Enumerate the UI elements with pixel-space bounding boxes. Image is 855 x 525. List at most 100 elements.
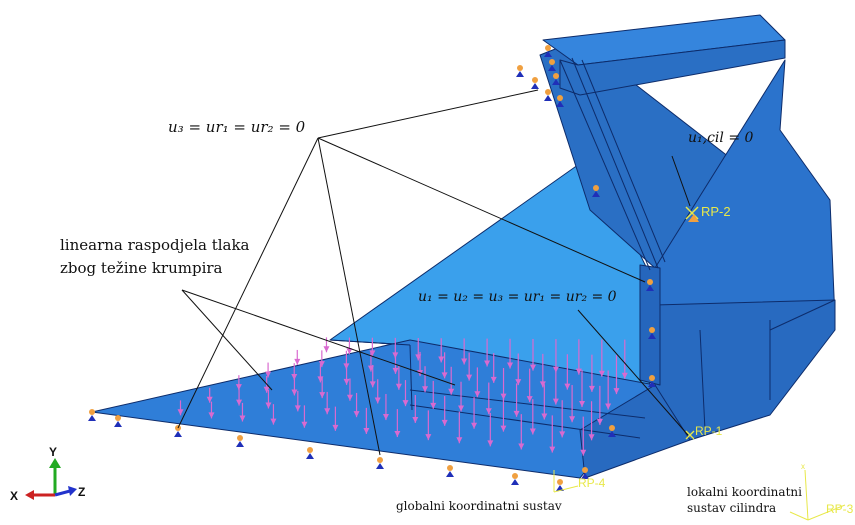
rp1-marker: RP-1 <box>685 424 723 440</box>
pressure-arrow-head <box>363 427 370 434</box>
triad-z-label: Z <box>78 485 85 499</box>
pressure-arrow-head <box>559 431 566 438</box>
annotation-fixed-bc: u₁ = u₂ = u₃ = ur₁ = ur₂ = 0 <box>418 289 617 305</box>
pressure-arrow-head <box>580 449 587 456</box>
annotation-global-cs: globalni koordinatni sustav <box>396 499 562 513</box>
panel-rib-1 <box>559 59 651 271</box>
constraint-symbol <box>376 463 384 469</box>
annotation-pressure-line2: zbog težine krumpira <box>60 259 223 277</box>
constraint-symbol <box>548 65 556 71</box>
rp4-label: RP-4 <box>578 476 606 490</box>
pressure-arrow-head <box>332 424 339 431</box>
pressure-arrow-head <box>346 348 353 355</box>
constraint-node <box>237 435 243 441</box>
constraint-symbol <box>648 333 656 339</box>
lower-edge-2 <box>699 329 706 431</box>
constraint-node <box>557 95 563 101</box>
pressure-arrow-head <box>490 376 497 383</box>
pressure-arrow-head <box>353 411 360 418</box>
pressure-arrow-head <box>539 381 546 388</box>
pressure-arrow-head <box>374 397 381 404</box>
pressure-arrow-head <box>324 408 331 415</box>
model-geometry <box>91 14 836 479</box>
pressure-arrow-head <box>596 418 603 425</box>
constraint-node <box>517 65 523 71</box>
pressure-arrow-head <box>265 371 272 378</box>
pressure-arrow-head <box>319 392 326 399</box>
constraint-symbol <box>646 285 654 291</box>
rp1-label: RP-1 <box>695 424 723 438</box>
constraint-symbol <box>531 83 539 89</box>
constraint-symbol <box>516 71 524 77</box>
panel-rib-2 <box>571 57 659 269</box>
boundary-condition-markers <box>88 45 656 491</box>
pressure-arrow-head <box>318 361 325 368</box>
pressure-arrow-head <box>438 356 445 363</box>
constraint-node <box>512 473 518 479</box>
annotation-local-cs-line1: lokalni koordinatni <box>687 485 802 499</box>
pressure-arrow-head <box>425 434 432 441</box>
leader-pressure-1 <box>181 289 273 391</box>
pressure-arrow-head <box>441 372 448 379</box>
constraint-node <box>447 465 453 471</box>
constraint-node <box>89 409 95 415</box>
constraint-node <box>549 59 555 65</box>
constraint-symbol <box>114 421 122 427</box>
rp2-marker: RP-2 <box>685 204 731 222</box>
leader-top-1 <box>317 89 539 139</box>
constraint-symbol <box>511 479 519 485</box>
pressure-arrow-head <box>549 446 556 453</box>
constraint-node <box>377 457 383 463</box>
pressure-arrow-head <box>552 398 559 405</box>
pressure-arrow-head <box>422 386 429 393</box>
annotation-top-bc: u₃ = ur₁ = ur₂ = 0 <box>168 118 306 136</box>
pressure-arrow-head <box>579 401 586 408</box>
constraint-node <box>545 89 551 95</box>
pressure-arrow-head <box>575 368 582 375</box>
pressure-arrow-head <box>291 389 298 396</box>
pressure-arrow-head <box>343 378 350 385</box>
pressure-arrow-head <box>301 421 308 428</box>
pressure-arrow-head <box>529 428 536 435</box>
pressure-arrow-head <box>474 391 481 398</box>
pressure-arrow-head <box>270 418 277 425</box>
pressure-arrow-head <box>239 415 246 422</box>
pressure-arrow-head <box>263 386 270 393</box>
front-strip <box>639 264 661 386</box>
lower-edge-4 <box>769 299 836 331</box>
pressure-arrow-head <box>487 440 494 447</box>
pressure-arrow-head <box>208 412 215 419</box>
panel-rib-3 <box>581 59 666 263</box>
leader-lines <box>177 89 691 456</box>
pressure-arrow-head <box>382 414 389 421</box>
pressure-arrow-head <box>500 393 507 400</box>
pressure-arrow-head <box>471 422 478 429</box>
pressure-arrow-head <box>564 383 571 390</box>
pressure-arrow-head <box>456 437 463 444</box>
pressure-arrow-head <box>515 379 522 386</box>
pressure-arrow-head <box>621 372 628 379</box>
axis-triad: Y X Z <box>10 445 85 503</box>
pressure-arrow-head <box>541 413 548 420</box>
floor-rib-4 <box>329 339 411 346</box>
pressure-arrow-head <box>177 409 184 416</box>
rp3-label: RP-3 <box>826 502 854 516</box>
pressure-arrow-head <box>236 399 243 406</box>
pressure-arrow-head <box>485 408 492 415</box>
constraint-symbol <box>174 431 182 437</box>
pressure-arrow-head <box>518 443 525 450</box>
pressure-arrow-head <box>441 419 448 426</box>
pressure-arrow-head <box>294 405 301 412</box>
leader-fixed <box>577 309 689 436</box>
pressure-arrow-head <box>598 370 605 377</box>
floor-rib-2 <box>409 389 646 419</box>
rp2-label: RP-2 <box>701 204 731 219</box>
pressure-arrow-head <box>392 367 399 374</box>
constraint-node <box>649 327 655 333</box>
pressure-arrow-head <box>448 388 455 395</box>
pressure-arrow-head <box>458 405 465 412</box>
constraint-symbol <box>556 101 564 107</box>
pressure-arrow-head <box>526 396 533 403</box>
pressure-arrow-head <box>461 358 468 365</box>
